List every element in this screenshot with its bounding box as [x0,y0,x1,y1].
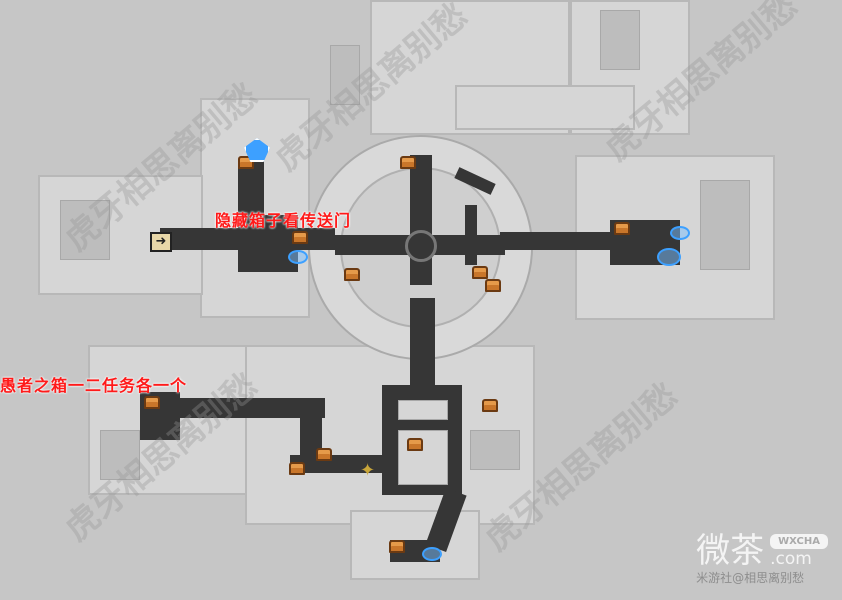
site-logo: 微茶 WXCHA .com 米游社@相思离别愁 [696,533,828,586]
room [700,180,750,270]
hidden-chest-icon[interactable] [292,231,308,244]
chest-icon[interactable] [472,266,488,279]
southwest-corridor [140,398,325,418]
fool-chest-icon[interactable] [144,396,160,409]
plaza-center [405,230,437,262]
south-hall-inner [398,400,448,420]
south-link [290,455,390,473]
room [330,45,360,105]
west-hall [238,215,298,272]
chest-icon[interactable] [407,438,423,451]
chest-icon[interactable] [485,279,501,292]
room [470,430,520,470]
chest-icon[interactable] [482,399,498,412]
teleport-icon[interactable] [657,248,681,266]
chest-icon[interactable] [400,156,416,169]
site-badge: WXCHA [770,534,828,549]
exit-icon[interactable]: ➜ [150,232,172,252]
teleport-icon[interactable] [422,547,442,561]
fool-chest-label: 愚者之箱一二任务各一个 [0,376,188,395]
site-name: 微茶 [696,531,765,571]
south-hall-inner [398,430,448,485]
star-icon[interactable]: ✦ [360,460,376,481]
chest-icon[interactable] [344,268,360,281]
east-corridor [500,232,620,250]
credit-text: 米游社@相思离别愁 [696,571,805,585]
room [600,10,640,70]
south-corridor [410,298,435,390]
chest-icon[interactable] [316,448,332,461]
room [100,430,140,480]
plaza-arc [465,205,477,265]
room [60,200,110,260]
site-domain: .com [770,549,812,569]
building-north-annex [455,85,635,130]
hidden-chest-label: 隐藏箱子看传送门 [215,211,352,230]
plaza-vertical-path [410,155,432,285]
teleport-icon[interactable] [288,250,308,264]
chest-icon[interactable] [389,540,405,553]
chest-icon[interactable] [289,462,305,475]
chest-icon[interactable] [614,222,630,235]
teleport-icon[interactable] [670,226,690,240]
